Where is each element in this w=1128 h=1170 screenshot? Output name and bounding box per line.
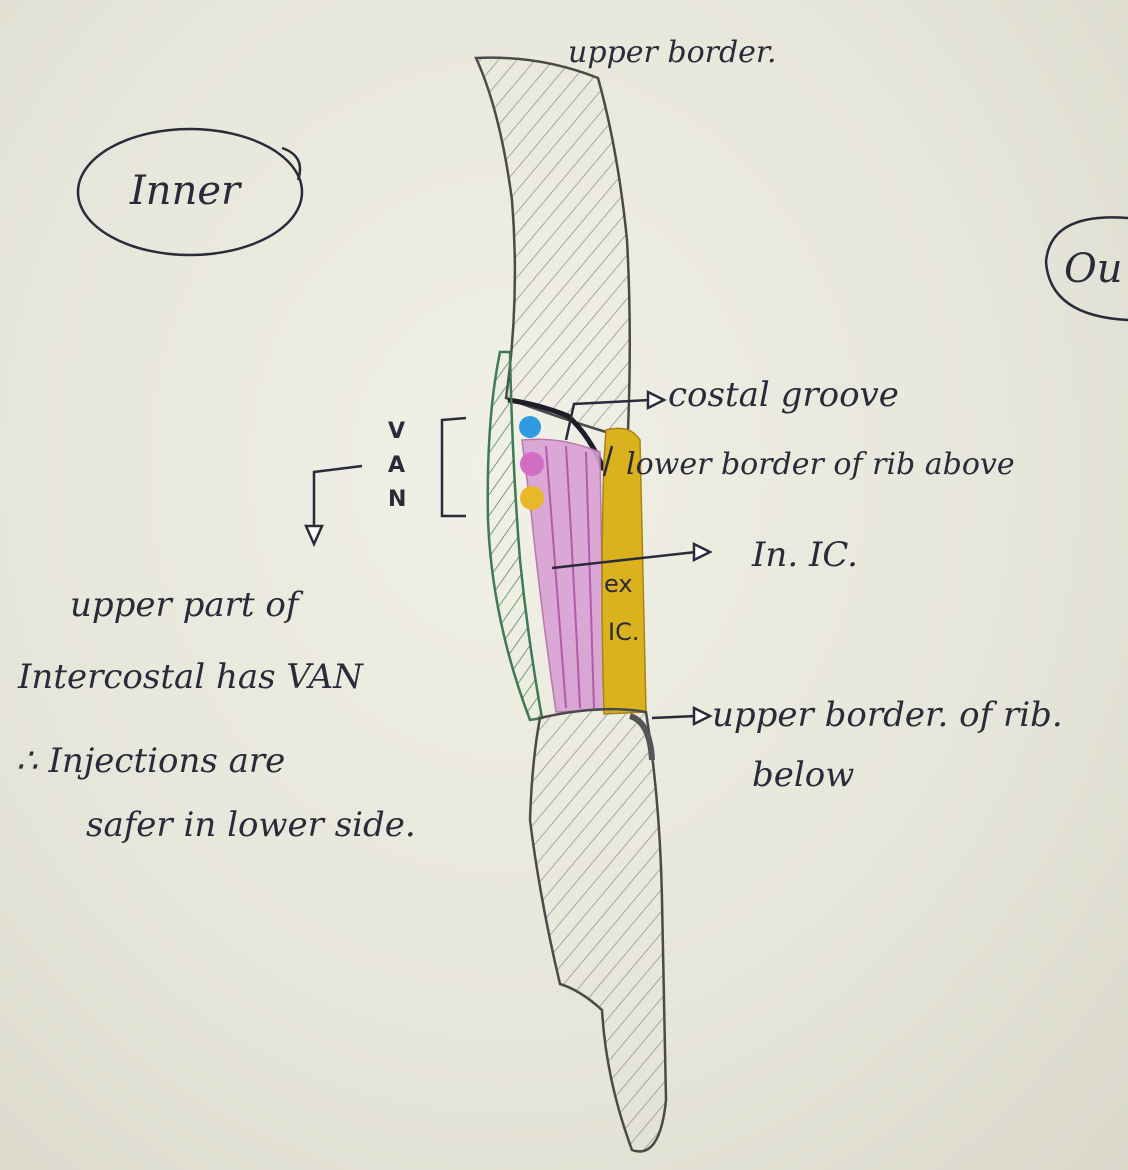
upper-border-rib-below-label: upper border. of rib.: [712, 695, 1063, 735]
vein-dot: [519, 416, 541, 438]
van-bracket: [306, 418, 466, 544]
costal-groove-label: costal groove: [668, 375, 899, 415]
inner-label: Inner: [129, 168, 243, 214]
upper-border-rib-below-leader: [652, 708, 710, 724]
artery-dot: [520, 452, 544, 476]
van-letter-v: V: [388, 419, 405, 444]
upper-border-label: upper border.: [568, 35, 777, 70]
lower-border-rib-above-label: lower border of rib above: [626, 447, 1015, 482]
note-line-1: upper part of: [70, 585, 304, 625]
internal-ic-label: In. IC.: [751, 535, 858, 575]
note-line-3: ∴ Injections are: [16, 741, 285, 781]
van-letter-n: N: [388, 487, 406, 512]
external-ic-label-line2: IC.: [608, 618, 639, 646]
note-line-4: safer in lower side.: [86, 805, 416, 845]
outer-label: Ou: [1064, 246, 1123, 292]
upper-border-rib-below-label-line2: below: [752, 755, 854, 795]
lower-rib: [530, 709, 666, 1151]
external-ic-label-line1: ex: [604, 570, 633, 598]
note-line-2: Intercostal has VAN: [17, 657, 364, 697]
van-letter-a: A: [388, 453, 405, 478]
nerve-dot: [520, 486, 544, 510]
